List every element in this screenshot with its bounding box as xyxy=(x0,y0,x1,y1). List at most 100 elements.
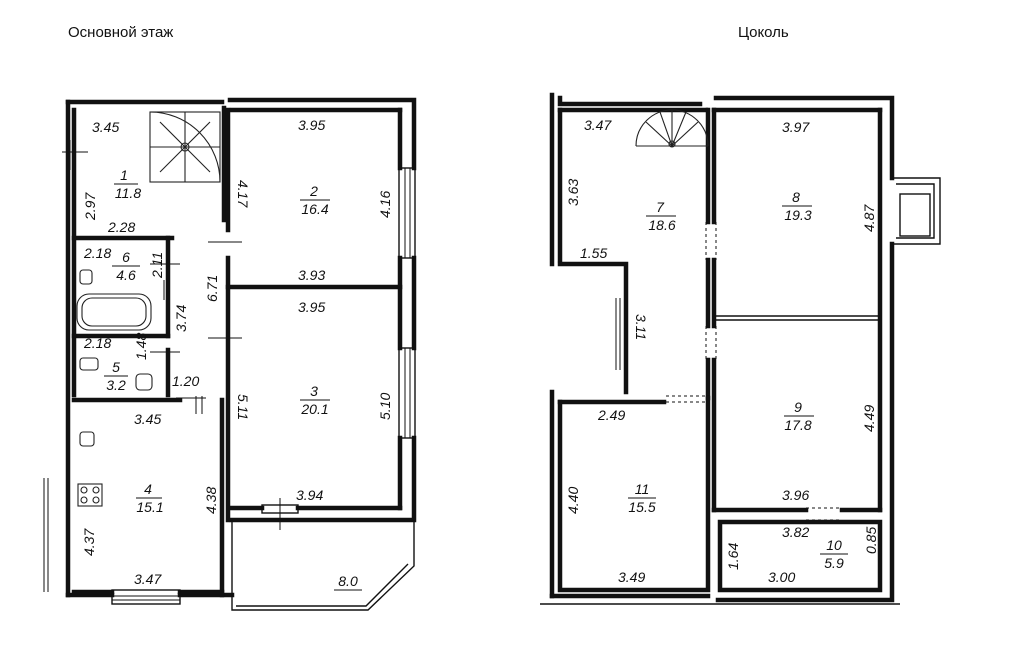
base-step-window xyxy=(615,298,621,370)
svg-text:8.0: 8.0 xyxy=(338,573,358,589)
svg-text:1: 1 xyxy=(120,167,128,183)
base-dashed-opening-1 xyxy=(705,222,717,260)
room-6-label: 6 4.6 xyxy=(112,249,140,283)
room-3-label: 3 20.1 xyxy=(300,383,330,417)
room-1-label: 1 11.8 xyxy=(114,167,141,201)
base-outer-wall-top-right xyxy=(713,95,895,181)
svg-text:15.1: 15.1 xyxy=(136,499,163,515)
svg-text:3.2: 3.2 xyxy=(106,377,126,393)
base-outer-wall-top-left xyxy=(557,95,703,107)
dim-main-6: 4.16 xyxy=(377,191,393,218)
dim-main-19: 4.38 xyxy=(203,487,219,514)
balcony-outline xyxy=(231,520,415,611)
room-7-label: 7 18.6 xyxy=(646,199,676,233)
dim-base-13: 0.85 xyxy=(863,527,879,554)
svg-text:17.8: 17.8 xyxy=(784,417,811,433)
dim-main-12: 2.18 xyxy=(83,335,111,351)
dim-base-6: 4.40 xyxy=(565,487,581,514)
kitchen-sink-icon xyxy=(79,431,95,447)
dim-main-9: 2.18 xyxy=(83,245,111,261)
toilet-icon xyxy=(79,357,153,391)
base-inner-room11-left xyxy=(557,395,711,593)
svg-text:7: 7 xyxy=(656,199,665,215)
dim-base-2: 3.63 xyxy=(565,179,581,206)
dim-base-5: 2.49 xyxy=(597,407,625,423)
main-stair xyxy=(149,111,221,183)
base-niche-window xyxy=(899,193,931,237)
balcony-label: 8.0 xyxy=(334,573,362,591)
dim-base-9: 4.87 xyxy=(861,204,877,232)
dim-main-22: 3.94 xyxy=(296,487,323,503)
room-4-label: 4 15.1 xyxy=(136,481,164,515)
main-windows xyxy=(43,167,416,605)
dim-main-14: 1.20 xyxy=(172,373,199,389)
room-8-label: 8 19.3 xyxy=(782,189,812,223)
dim-base-3: 1.55 xyxy=(580,245,607,261)
dim-main-13: 1.48 xyxy=(133,333,149,360)
dim-base-4: 3.11 xyxy=(633,314,649,340)
svg-text:11: 11 xyxy=(635,481,650,497)
main-floor-title: Основной этаж xyxy=(68,24,174,41)
svg-text:4.6: 4.6 xyxy=(116,267,136,283)
dim-main-3: 2.28 xyxy=(107,219,135,235)
base-outer-wall-right xyxy=(715,241,895,603)
base-niche xyxy=(892,177,941,245)
dim-main-1: 3.45 xyxy=(92,119,119,135)
main-floor-plan: 3.45 2.97 2.28 3.95 4.17 4.16 3.93 6.71 … xyxy=(43,97,417,611)
dim-main-17: 5.10 xyxy=(377,393,393,420)
svg-text:2: 2 xyxy=(309,183,318,199)
base-stair xyxy=(635,109,709,148)
base-inner-step-top xyxy=(557,261,629,395)
balcony-outline-inner xyxy=(236,563,409,607)
svg-text:9: 9 xyxy=(794,399,802,415)
dim-base-10: 4.49 xyxy=(861,405,877,432)
svg-text:15.5: 15.5 xyxy=(628,499,655,515)
dim-main-11: 3.74 xyxy=(173,305,189,332)
svg-text:8: 8 xyxy=(792,189,800,205)
base-dashed-opening-4 xyxy=(806,507,842,521)
dim-main-5: 4.17 xyxy=(235,180,251,208)
dim-main-4: 3.95 xyxy=(298,117,325,133)
sink-icon xyxy=(79,269,93,285)
stove-icon xyxy=(77,483,103,507)
room-9-label: 9 17.8 xyxy=(784,399,814,433)
svg-text:5.9: 5.9 xyxy=(824,555,844,571)
dim-main-18: 3.45 xyxy=(134,411,161,427)
dim-main-21: 3.47 xyxy=(134,571,162,587)
svg-text:5: 5 xyxy=(112,359,120,375)
dim-main-8: 6.71 xyxy=(204,275,220,302)
dim-main-10: 2.11 xyxy=(149,252,165,279)
dim-base-8: 3.97 xyxy=(782,119,810,135)
svg-text:19.3: 19.3 xyxy=(784,207,811,223)
basement-plan: 3.47 3.63 1.55 3.11 2.49 4.40 3.49 3.97 … xyxy=(540,92,941,605)
main-door-marks xyxy=(62,140,281,530)
dim-base-11: 3.96 xyxy=(782,487,809,503)
dim-main-7: 3.93 xyxy=(298,267,325,283)
svg-text:6: 6 xyxy=(122,249,130,265)
dim-main-20: 4.37 xyxy=(81,528,97,556)
dim-main-16: 5.11 xyxy=(235,394,251,420)
svg-text:4: 4 xyxy=(144,481,152,497)
main-outer-wall-top-right xyxy=(227,97,417,171)
dim-base-1: 3.47 xyxy=(584,117,612,133)
svg-text:20.1: 20.1 xyxy=(300,401,328,417)
room-2-label: 2 16.4 xyxy=(300,183,330,217)
base-dashed-opening-3 xyxy=(666,395,706,403)
base-dashed-opening-2 xyxy=(705,326,717,360)
base-inner-room10 xyxy=(717,519,883,593)
svg-text:16.4: 16.4 xyxy=(301,201,328,217)
dim-base-14: 1.64 xyxy=(725,543,741,570)
basement-floor-title: Цоколь xyxy=(738,24,789,41)
dim-main-2: 2.97 xyxy=(82,192,98,221)
svg-text:3: 3 xyxy=(310,383,318,399)
dim-base-15: 3.00 xyxy=(768,569,795,585)
svg-text:10: 10 xyxy=(826,537,842,553)
room-11-label: 11 15.5 xyxy=(628,481,656,515)
dim-main-15: 3.95 xyxy=(298,299,325,315)
base-niche-inner xyxy=(896,183,935,239)
svg-text:18.6: 18.6 xyxy=(648,217,675,233)
room-5-label: 5 3.2 xyxy=(104,359,128,393)
dim-base-12: 3.82 xyxy=(782,524,809,540)
svg-text:11.8: 11.8 xyxy=(115,185,141,201)
